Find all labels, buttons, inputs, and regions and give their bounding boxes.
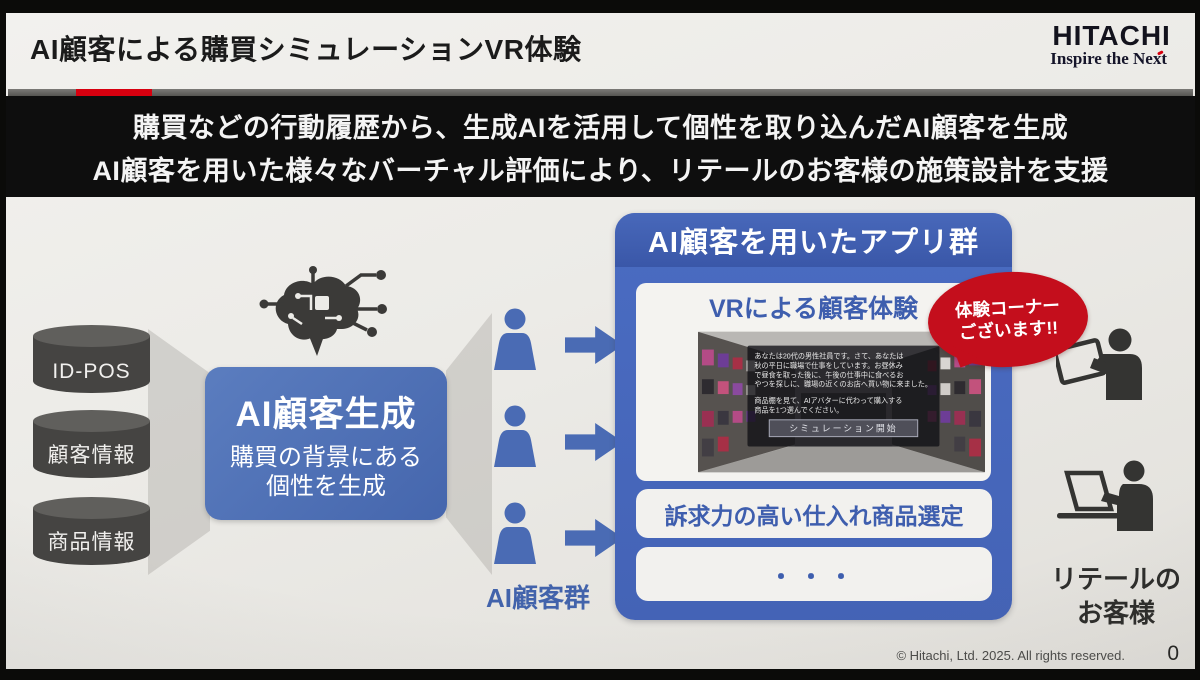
cylinder-label: 商品情報 (47, 531, 136, 554)
cylinder-top (33, 497, 150, 519)
retail-customer-label: リテールの お客様 (1050, 564, 1181, 628)
summary-line-1: 購買などの行動履歴から、生成AIを活用して個性を取り込んだAI顧客を生成 (132, 112, 1069, 143)
person-icon (494, 308, 536, 370)
sim-start-button-label: シミュレーション開始 (789, 423, 897, 434)
vr-store-screenshot: あなたは20代の男性社員です。さて、あなたは 秋の平日に職場で仕事をしています。… (698, 331, 985, 473)
divider-red-accent (76, 89, 152, 96)
ai-brain-icon (259, 266, 387, 356)
sim-prompt-line: やつを探しに、職場の近くのお店へ買い物に来ました。 (754, 380, 932, 389)
database-cylinder-product-info: 商品情報 (33, 497, 150, 565)
cylinder-top (33, 325, 150, 347)
sim-start-button (768, 419, 919, 438)
flow-beam-right (446, 313, 492, 575)
page-title: AI顧客による購買シミュレーションVR体験 (30, 34, 582, 65)
sim-prompt-line: 秋の平日に職場で仕事をしています。お昼休み (754, 361, 902, 370)
cylinder-label: 顧客情報 (47, 444, 136, 467)
hitachi-wordmark: HITACHI (1052, 20, 1171, 51)
copyright-text: © Hitachi, Ltd. 2025. All rights reserve… (896, 648, 1125, 663)
shelf-products-left (701, 349, 756, 457)
apps-panel: AI顧客を用いたアプリ群 VRによる顧客体験 (615, 213, 1012, 620)
page-number: 0 (1167, 642, 1179, 665)
cylinder-label: ID-POS (52, 360, 131, 383)
vr-experience-title: VRによる顧客体験 (709, 295, 918, 323)
sim-prompt-line: あなたは20代の男性社員です。さて、あなたは (754, 351, 903, 360)
flow-beam-left (148, 329, 210, 575)
person-icon (494, 502, 536, 564)
app-item-product-selection: 訴求力の高い仕入れ商品選定 (636, 489, 992, 538)
hitachi-logo: HITACHI Inspire the Next (1050, 21, 1173, 69)
cylinder-top (33, 410, 150, 432)
apps-panel-header: AI顧客を用いたアプリ群 (615, 213, 1012, 267)
ai-customer-generation-box: AI顧客生成 購買の背景にある 個性を生成 (205, 367, 447, 520)
database-cylinder-idpos: ID-POS (33, 325, 150, 393)
bubble-line-2: ございます!! (958, 316, 1059, 343)
generation-box-title: AI顧客生成 (235, 394, 417, 434)
database-cylinder-customer-info: 顧客情報 (33, 410, 150, 478)
generation-box-desc: 購買の背景にある 個性を生成 (230, 443, 422, 500)
title-divider (8, 89, 1193, 96)
sim-instruction-line: 商品棚を見て、AIアバターに代わって購入する (754, 396, 902, 405)
ai-customers-label: AI顧客群 (485, 583, 590, 613)
summary-line-2: AI顧客を用いた様々なバーチャル評価により、リテールのお客様の施策設計を支援 (92, 155, 1109, 186)
apps-panel-title: AI顧客を用いたアプリ群 (647, 227, 979, 259)
slide: AI顧客による購買シミュレーションVR体験 HITACHI Inspire th… (6, 13, 1195, 669)
summary-banner: 購買などの行動履歴から、生成AIを活用して個性を取り込んだAI顧客を生成 AI顧… (6, 96, 1195, 197)
tablet-user-icon (1056, 328, 1142, 400)
sim-prompt-line: で昼食を取った後に、午後の仕事中に食べるお (754, 370, 903, 379)
app-item-ellipsis: ・・・ (636, 547, 992, 601)
hitachi-tagline: Inspire the Next (1050, 49, 1167, 69)
sim-instruction-line: 商品を1つ選んでください。 (754, 405, 843, 414)
laptop-user-icon (1057, 460, 1153, 531)
person-icon (494, 405, 536, 467)
